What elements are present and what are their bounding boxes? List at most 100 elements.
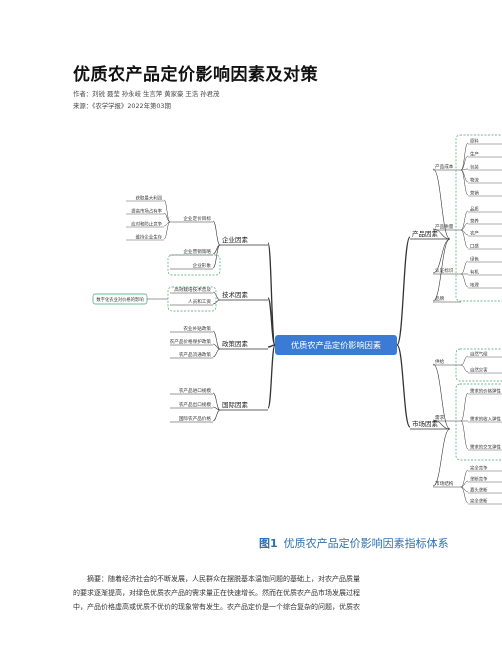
technology-note-label: 数字化农业对价格的影响 xyxy=(96,296,144,303)
right-leaf-label: 完全竞争 xyxy=(470,465,488,472)
right-group-connector xyxy=(432,428,451,487)
right-leaf-connector xyxy=(460,169,469,183)
left-group-label: 农产品进口规模 xyxy=(179,387,212,394)
right-leaf-label: 绿色 xyxy=(470,256,479,263)
left-group-label: 高效栽培技术普及 xyxy=(174,286,211,293)
left-dashed-box xyxy=(167,254,221,276)
right-leaf-label: 完全垄断 xyxy=(470,498,488,505)
right-group-label: 品牌 xyxy=(435,295,445,302)
right-leaf-label: 口感 xyxy=(470,243,479,250)
left-group-connector xyxy=(212,406,221,411)
right-leaf-label: 农产 xyxy=(470,230,479,237)
right-leaf-connector xyxy=(460,273,469,288)
right-leaf-label: 有机 xyxy=(470,269,479,276)
abstract-line-3: 中，产品价格虚高或优质不优价的现象常有发生。农产品定价是一个综合复杂的问题，优质… xyxy=(73,603,360,611)
left-group-connector xyxy=(212,348,221,358)
left-group-label: 人员和工资 xyxy=(188,298,211,305)
right-branch-connector xyxy=(396,344,411,428)
left-group-connector xyxy=(212,244,221,269)
left-group-connector xyxy=(212,343,221,350)
left-group-connector xyxy=(212,392,221,411)
left-leaf-label: 提高市场占有率 xyxy=(131,208,162,215)
left-group-label: 企业定价目标 xyxy=(183,215,211,222)
left-group-connector xyxy=(212,220,221,246)
abstract-line-1: 摘要：随着经济社会的不断发展，人民群众在摆脱基本温饱问题的基础上，对农产品质量 xyxy=(87,575,360,583)
abstract-line-2: 的要求逐渐提高，对绿色优质农产品的需求量正在快速增长。然而在优质农产品市场发展过… xyxy=(73,589,360,597)
article-title: 优质农产品定价影响因素及对策 xyxy=(73,65,318,85)
left-branch-label: 政策因素 xyxy=(222,339,249,348)
right-branch-connector xyxy=(396,236,411,346)
left-branch-label: 企业因素 xyxy=(222,235,249,244)
right-group-label: 市场结构 xyxy=(435,480,454,487)
center-node xyxy=(275,335,397,355)
right-group-connector xyxy=(432,419,451,430)
right-leaf-label: 营销 xyxy=(470,190,479,197)
right-leaf-label: 营养 xyxy=(470,218,479,225)
right-leaf-label: 生产 xyxy=(470,151,479,158)
right-leaf-connector xyxy=(460,210,469,231)
right-group-label: 产品质量 xyxy=(435,223,454,230)
right-leaf-label: 需求的交叉弹性 xyxy=(470,444,501,451)
right-leaf-label: 包装 xyxy=(470,164,479,171)
right-leaf-connector xyxy=(460,420,469,450)
left-group-label: 企业形象 xyxy=(193,262,212,269)
right-group-connector xyxy=(432,228,451,240)
right-leaf-label: 品质 xyxy=(470,206,479,213)
left-branch-label: 技术因素 xyxy=(222,290,249,299)
right-leaf-label: 地理 xyxy=(470,282,479,289)
left-group-connector xyxy=(212,299,221,305)
right-leaf-label: 需求的收入弹性 xyxy=(470,416,501,423)
left-branch-label: 国际因素 xyxy=(222,400,249,409)
right-leaf-connector xyxy=(460,155,469,171)
right-group-label: 产品成本 xyxy=(435,163,454,170)
right-dashed-box xyxy=(455,348,502,382)
right-leaf-label: 原料 xyxy=(470,138,479,145)
left-leaf-label: 获取最大利润 xyxy=(136,195,163,202)
left-leaf-label: 应对和防止竞争 xyxy=(131,221,162,228)
right-leaf-connector xyxy=(460,392,469,422)
right-leaf-label: 自然气候 xyxy=(470,351,488,358)
right-leaf-connector xyxy=(460,469,469,488)
left-branch-connector xyxy=(267,297,276,346)
left-branch-connector xyxy=(267,242,276,346)
right-leaf-connector xyxy=(460,260,469,275)
left-dashed-box xyxy=(167,286,217,312)
right-leaf-connector xyxy=(460,142,469,171)
right-dashed-box xyxy=(455,383,502,461)
right-group-label: 供给 xyxy=(435,358,445,365)
mindmap-figure: 优质农产品定价影响因素企业因素企业定价目标获取最大利润提高市场占有率应对和防止竞… xyxy=(92,134,502,505)
figure-number: 图1 xyxy=(259,537,278,550)
right-leaf-connector xyxy=(460,169,469,196)
article-source: 来源：《农学学报》2022年第03期 xyxy=(73,102,171,110)
left-group-connector xyxy=(212,409,221,422)
left-group-label: 国际农产品价格 xyxy=(179,415,212,422)
right-leaf-connector xyxy=(460,355,469,366)
left-group-connector xyxy=(212,291,221,301)
article-authors: 作者：刘锐 聂莹 孙永岐 生言萍 黄家豪 王浩 孙君茂 xyxy=(73,90,220,98)
right-group-connector xyxy=(432,238,451,302)
right-group-connector xyxy=(432,363,451,430)
left-group-label: 农产品价格保护政策 xyxy=(170,338,212,345)
right-leaf-connector xyxy=(460,486,469,504)
right-leaf-connector xyxy=(460,480,469,488)
left-group-label: 企业营销策略 xyxy=(183,248,211,255)
right-leaf-label: 需求的价格弹性 xyxy=(470,388,501,395)
right-leaf-label: 自然灾害 xyxy=(470,367,488,374)
technology-note-box xyxy=(92,293,148,305)
left-branch-connector xyxy=(267,344,276,409)
right-leaf-connector xyxy=(460,364,469,373)
left-group-label: 农产品出口规模 xyxy=(179,401,212,408)
right-leaf-connector xyxy=(460,222,469,231)
right-leaf-connector xyxy=(460,229,469,249)
right-group-label: 需求 xyxy=(435,414,445,421)
left-group-label: 农产品流通政策 xyxy=(179,351,212,358)
left-leaf-connector xyxy=(163,199,171,223)
left-leaf-label: 维持企业生存 xyxy=(136,234,163,241)
left-leaf-connector xyxy=(163,221,171,240)
left-leaf-connector xyxy=(163,212,171,223)
right-branch-label: 产品因素 xyxy=(412,229,439,238)
left-group-label: 农业补贴政策 xyxy=(183,325,211,332)
right-branch-label: 市场因素 xyxy=(412,419,439,428)
right-dashed-box xyxy=(455,134,502,302)
